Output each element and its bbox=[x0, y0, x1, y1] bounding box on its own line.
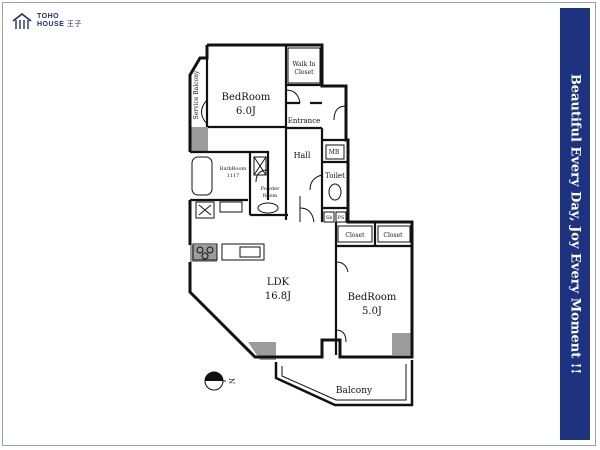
powder-room-label-2: Room bbox=[263, 193, 278, 199]
bathtub bbox=[191, 156, 213, 196]
interior-walls bbox=[190, 45, 412, 355]
walkin-closet-label-2: Closet bbox=[294, 69, 314, 76]
mb-label: MB bbox=[329, 149, 340, 156]
page-frame bbox=[2, 2, 596, 446]
closet-label-a: Closet bbox=[345, 232, 365, 239]
ldk-size: 16.8J bbox=[265, 291, 291, 302]
brand-name-line2: HOUSE bbox=[37, 21, 65, 28]
tagline-band bbox=[560, 8, 590, 440]
hall-label: Hall bbox=[294, 151, 311, 160]
balcony-label: Balcony bbox=[336, 386, 373, 396]
sk-label: Sk bbox=[326, 215, 333, 221]
balcony-rail bbox=[274, 360, 414, 407]
washbasin bbox=[257, 202, 279, 214]
powder-room-label-1: Powder bbox=[260, 186, 280, 192]
north-label: N bbox=[227, 378, 235, 384]
bathroom-label-1: BathRoom bbox=[220, 166, 247, 172]
house-logo-icon bbox=[12, 12, 32, 29]
brand-logo: TOHO HOUSE 王子 bbox=[12, 12, 82, 30]
bedroom1-name: BedRoom bbox=[222, 92, 271, 103]
bathroom-label-2: 1117 bbox=[227, 173, 240, 179]
ldk-name: LDK bbox=[267, 277, 290, 288]
toilet-label: Toilet bbox=[325, 172, 345, 180]
service-balcony-label: Service Balcony bbox=[193, 70, 200, 119]
bedroom1-size: 6.0J bbox=[236, 106, 256, 117]
balcony-rail-inner bbox=[281, 364, 407, 401]
walkin-closet-label-1: Walk In bbox=[293, 61, 316, 68]
bedroom2-name: BedRoom bbox=[348, 292, 397, 303]
closet-label-b: Closet bbox=[383, 232, 403, 239]
bedroom2-size: 5.0J bbox=[362, 306, 382, 317]
north-arrow-icon bbox=[204, 371, 226, 391]
outer-walls bbox=[188, 43, 414, 359]
toilet-bowl bbox=[328, 183, 342, 201]
brand-name-suffix: 王子 bbox=[66, 21, 82, 28]
entrance-label: Entrance bbox=[288, 117, 321, 125]
ps-label: PS bbox=[338, 215, 345, 221]
brand-name-line1: TOHO bbox=[37, 13, 60, 20]
fixtures bbox=[191, 47, 411, 261]
